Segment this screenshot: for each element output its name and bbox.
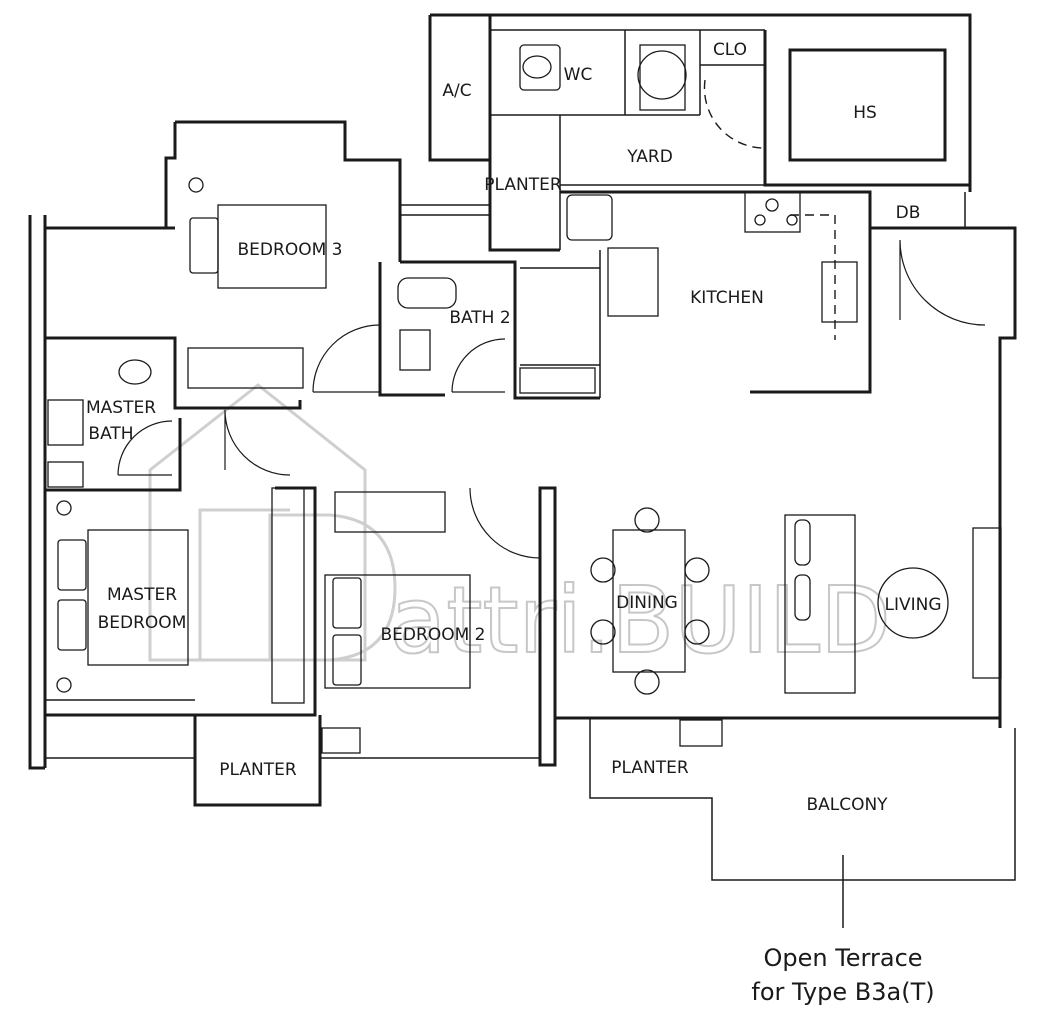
watermark-text: attri.BUILD bbox=[390, 567, 891, 674]
note-line1: Open Terrace bbox=[763, 944, 922, 972]
dining-table-icon bbox=[612, 529, 686, 673]
label-planter-right: PLANTER bbox=[611, 758, 689, 778]
master-bed-icon bbox=[87, 529, 189, 666]
label-clo: CLO bbox=[713, 40, 747, 60]
bed2-ac-icon bbox=[321, 727, 361, 754]
fixtures bbox=[47, 44, 1002, 754]
bed3-fan-icon bbox=[188, 177, 204, 193]
bath2-toilet-icon bbox=[397, 277, 457, 309]
bed2-wardrobe-icon bbox=[334, 491, 446, 533]
label-dining: DINING bbox=[616, 593, 678, 613]
note-line2: for Type B3a(T) bbox=[751, 978, 934, 1006]
label-master-bedroom-2: BEDROOM bbox=[98, 613, 187, 633]
master-fan-icon bbox=[56, 500, 72, 516]
label-yard: YARD bbox=[626, 147, 673, 167]
washer-icon bbox=[637, 50, 687, 100]
fridge-icon bbox=[607, 247, 659, 317]
stove-icon bbox=[744, 191, 801, 233]
doors bbox=[117, 79, 986, 559]
label-master-bedroom-1: MASTER bbox=[107, 585, 177, 605]
wc-toilet-icon bbox=[519, 44, 561, 91]
label-kitchen: KITCHEN bbox=[690, 288, 764, 308]
label-bedroom3: BEDROOM 3 bbox=[238, 240, 343, 260]
label-bedroom2: BEDROOM 2 bbox=[381, 625, 486, 645]
label-ac: A/C bbox=[442, 81, 471, 101]
room-labels: A/C WC CLO HS YARD PLANTER DB BEDROOM 3 … bbox=[86, 40, 942, 815]
coffee-table-icon bbox=[877, 567, 949, 639]
master-bath-toilet-icon bbox=[118, 359, 152, 385]
watermark: attri.BUILD bbox=[148, 383, 892, 675]
label-master-bath-2: BATH bbox=[88, 424, 133, 444]
label-balcony: BALCONY bbox=[806, 795, 888, 815]
label-db: DB bbox=[896, 203, 921, 223]
label-planter-top: PLANTER bbox=[484, 175, 562, 195]
bath2-basin-icon bbox=[399, 329, 431, 371]
bath2-shower-icon bbox=[519, 367, 596, 394]
master-wardrobe-icon bbox=[271, 487, 305, 704]
tv-console-icon bbox=[972, 527, 1002, 679]
label-wc: WC bbox=[564, 65, 593, 85]
yard-sink-icon bbox=[566, 194, 613, 241]
walls bbox=[28, 13, 1017, 881]
label-planter-left: PLANTER bbox=[219, 760, 297, 780]
label-hs: HS bbox=[853, 103, 877, 123]
washer-box-icon bbox=[639, 44, 686, 111]
sofa-icon bbox=[784, 514, 856, 694]
label-living: LIVING bbox=[884, 595, 941, 615]
label-master-bath-1: MASTER bbox=[86, 398, 156, 418]
wc-bowl-icon bbox=[522, 55, 552, 79]
living-ac-icon bbox=[679, 719, 723, 747]
bed3-wardrobe-icon bbox=[187, 347, 304, 389]
master-bath-basin-icon bbox=[47, 399, 84, 446]
label-bath2: BATH 2 bbox=[449, 308, 510, 328]
kitchen-sink-icon bbox=[821, 261, 858, 323]
terrace-note: Open Terrace for Type B3a(T) bbox=[751, 944, 934, 1006]
master-shower-icon bbox=[47, 461, 84, 488]
bed2-icon bbox=[324, 574, 471, 689]
